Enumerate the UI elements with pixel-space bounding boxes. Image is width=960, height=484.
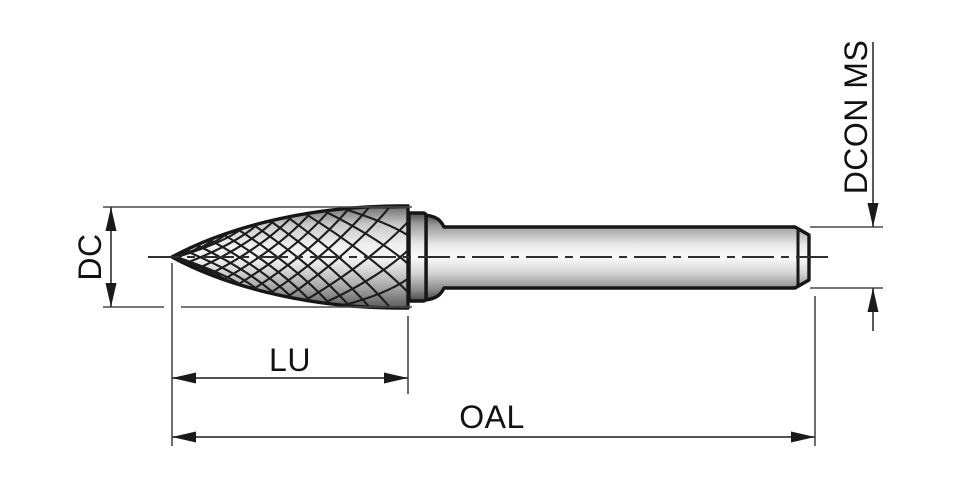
flute-line (343, 207, 408, 237)
dcon-arrowhead-down-icon (867, 203, 879, 227)
lu-arrowhead-right-icon (384, 372, 408, 384)
dcon-arrowhead-up-icon (867, 288, 879, 312)
lu-dimension: LU (171, 263, 409, 446)
flute-line (269, 219, 371, 308)
dcon-dimension: DCON MS (810, 40, 883, 331)
oal-arrowhead-left-icon (172, 431, 196, 443)
dc-arrowhead-up-icon (105, 207, 117, 231)
flute-line (196, 219, 276, 270)
flute-line (237, 209, 331, 286)
flute-line (323, 249, 408, 305)
flute-line (196, 244, 276, 296)
dc-label: DC (72, 233, 108, 280)
oal-arrowhead-right-icon (791, 431, 815, 443)
flute-line (286, 206, 392, 298)
burr-collar (407, 211, 428, 303)
burr-head-flutes (172, 206, 408, 308)
burr-shank (424, 213, 811, 302)
flute-line (237, 228, 331, 305)
dcon-label: DCON MS (838, 40, 874, 195)
flute-line (184, 249, 259, 291)
flute-line (343, 277, 408, 307)
flute-line (184, 223, 259, 265)
dc-arrowhead-down-icon (105, 283, 117, 307)
flute-line (222, 212, 312, 281)
lu-arrowhead-left-icon (172, 372, 196, 384)
flute-line (209, 238, 294, 299)
dc-dimension: DC (72, 206, 412, 308)
oal-dimension: OAL (172, 296, 816, 446)
flute-line (209, 215, 294, 276)
oal-label: OAL (459, 399, 525, 435)
lu-label: LU (269, 342, 311, 378)
flute-line (173, 227, 244, 259)
flute-line (269, 206, 371, 295)
flute-line (323, 209, 408, 265)
flute-line (286, 216, 392, 308)
flute-line (222, 233, 312, 302)
